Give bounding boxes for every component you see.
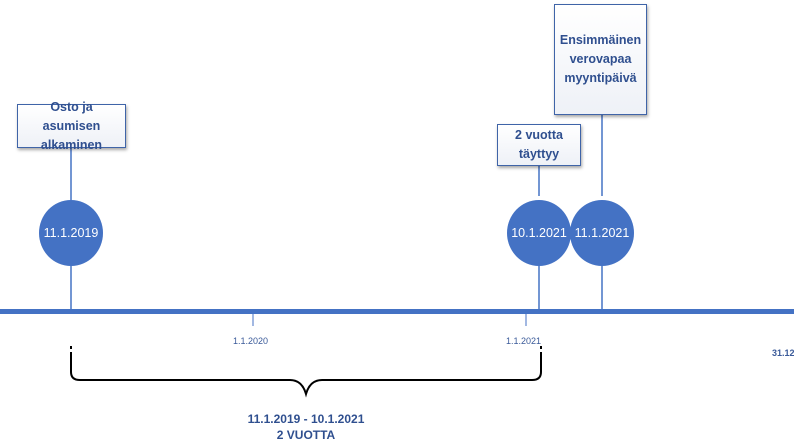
callout-first-taxfree-text: Ensimmäinen verovapaa myyntipäivä — [559, 33, 642, 85]
callout-two-years-text: 2 vuotta täyttyy — [515, 128, 563, 161]
timeline-axis — [0, 309, 794, 314]
callout-purchase-text: Osto ja asumisen alkaminen — [40, 99, 103, 152]
range-dates: 11.1.2019 - 10.1.2021 — [247, 412, 365, 426]
range-caption: 2 VUOTTA — [276, 428, 336, 442]
milestone-start-date: 11.1.2019 — [43, 226, 99, 240]
tick-label-right-cut: 31.12 — [772, 348, 794, 358]
range-brace — [70, 352, 542, 398]
milestone-end: 10.1.2021 — [507, 200, 571, 266]
callout-first-taxfree: Ensimmäinen verovapaa myyntipäivä — [554, 4, 647, 115]
tick-label-2021: 1.1.2021 — [506, 336, 542, 346]
callout-two-years: 2 vuotta täyttyy — [497, 124, 581, 166]
range-label: 11.1.2019 - 10.1.2021 2 VUOTTA — [206, 411, 406, 443]
tick-label-2020: 1.1.2020 — [233, 336, 269, 346]
callout-purchase: Osto ja asumisen alkaminen — [17, 100, 126, 152]
milestone-taxfree-date: 11.1.2021 — [574, 226, 630, 240]
milestone-start: 11.1.2019 — [39, 200, 103, 266]
milestone-taxfree: 11.1.2021 — [570, 200, 634, 266]
milestone-end-date: 10.1.2021 — [511, 226, 567, 240]
